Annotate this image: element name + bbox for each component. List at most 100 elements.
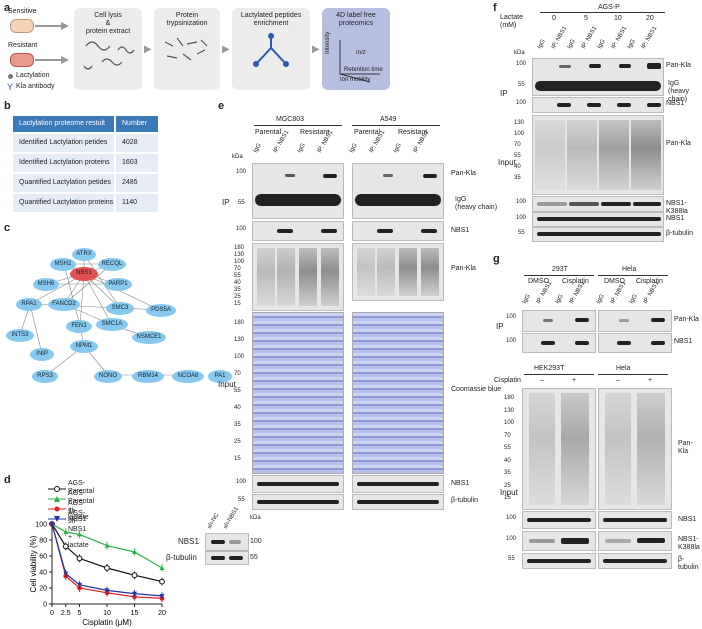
lactate-label: Lactate (mM): [500, 14, 523, 29]
mw-label: 40: [234, 280, 241, 286]
mw-label: 100: [514, 131, 525, 137]
mw-label: 130: [504, 407, 515, 414]
network-node: NPM1: [70, 340, 98, 353]
mw-label: 100: [516, 199, 527, 205]
blot-label: Pan-Kla: [666, 62, 691, 69]
resistant-tube-icon: [10, 53, 34, 67]
kda-label: kDa: [232, 154, 243, 160]
panel-d-letter: d: [4, 474, 11, 486]
network-node: NCOA6: [172, 370, 204, 383]
legend-marker-icon: [48, 496, 66, 502]
table-header-number: Number: [116, 116, 158, 132]
lane-label: IgG: [566, 38, 577, 50]
row-label: Quantified Lactylation proteins: [13, 194, 114, 212]
blot-label: Pan-Kla: [674, 316, 699, 323]
mw-ladder: 180 130 100 70 55 40 35 25 15: [234, 315, 248, 468]
x-tick-label: 0: [50, 610, 54, 617]
blot-label: NBS1-K388la: [678, 536, 700, 551]
mw-label: 180: [234, 320, 245, 326]
blot-label: IgG (heavy chain): [455, 196, 498, 211]
network-node: PARP1: [104, 278, 132, 291]
blot-g-ip-nbs1-hela: [598, 333, 672, 353]
mw-label: 35: [504, 470, 511, 476]
panel-c-letter: c: [4, 222, 11, 234]
blot-d-kda: kDa: [250, 515, 261, 521]
data-point: [62, 543, 69, 550]
blot-g-input-kla-hela: [598, 388, 672, 510]
ip-label: IP: [496, 322, 504, 331]
cell-line-label: 293T: [552, 266, 568, 273]
lane-label: sh-NBS1: [222, 506, 241, 530]
group-label: Parental: [354, 129, 381, 136]
row-value: 1603: [116, 154, 158, 172]
mw-label: 55: [508, 556, 515, 562]
step-1-label: Cell lysis & protein extract: [85, 12, 131, 35]
row-value: 1140: [116, 194, 158, 212]
axis-rt: Retention time: [344, 67, 383, 73]
blot-g-input-tubulin-hela: [598, 553, 672, 569]
data-point: [104, 543, 110, 548]
step-box-4: 4D label free proteomics: [322, 8, 390, 90]
blot-label: NBS1: [666, 100, 685, 107]
blot-f-ip-nbs1: [532, 97, 664, 113]
sign-label: +: [572, 377, 577, 384]
blot-e-ip-nbs1-a549: [352, 221, 444, 241]
network-node: MSH2: [50, 258, 76, 271]
network-node: FANCD2: [48, 298, 80, 311]
blot-label: NBS1: [178, 537, 199, 546]
cell-line-label: A549: [380, 116, 397, 123]
mw-label: 100: [234, 259, 245, 265]
blot-e-ip-a549: [352, 163, 444, 219]
blot-e-ip-nbs1-mgc803: [252, 221, 344, 241]
sign-label: –: [616, 377, 620, 384]
ip-label: IP: [222, 198, 230, 207]
mw-label: 100: [506, 338, 517, 344]
legend-label: AGS-Parental + lactate: [68, 490, 95, 521]
sign-label: +: [648, 377, 653, 384]
lane-label: IgG: [296, 142, 307, 154]
data-point: [77, 531, 82, 537]
mw-label: 40: [504, 457, 511, 464]
input-label: Input: [498, 158, 516, 167]
arrows-icon: [35, 22, 69, 64]
ip-label: IP: [500, 89, 508, 98]
blot-f-input-tubulin: [532, 227, 664, 242]
blot-e-input-tubulin-a549: [352, 494, 444, 510]
blot-f-input-kla: [532, 115, 664, 195]
mw-label: 130: [234, 337, 245, 343]
series-line: [51, 523, 163, 583]
mw-label: 100: [506, 314, 517, 320]
resistant-label: Resistant: [8, 42, 38, 49]
mw-label: 100: [234, 354, 245, 360]
blot-g-input-tubulin-293t: [522, 553, 596, 569]
mw-ladder: 180 130 100 70 55 40 35 25 15: [504, 392, 520, 505]
data-point: [63, 529, 69, 534]
mw-ladder: 130 100 70 55 40 35: [514, 118, 530, 184]
blot-label: NBS1: [678, 516, 697, 523]
blot-e-input-kla-mgc803: [252, 243, 344, 311]
arrow-icon: ▶: [312, 44, 320, 55]
legend-marker-icon: [48, 516, 66, 522]
lane-label: IgG: [348, 142, 359, 154]
blot-g-ip-kla-hela: [598, 310, 672, 332]
lane-label: IgG: [536, 38, 547, 50]
blot-label: Coomassie blue: [451, 386, 502, 393]
axis-im: Ion mobility: [340, 77, 371, 83]
panel-b-letter: b: [4, 100, 11, 112]
mw-label: 100: [236, 479, 247, 485]
legend-item: AGS-sh-NBS1: [48, 500, 86, 523]
blot-d-nbs1: [205, 533, 249, 551]
group-label: Resistant: [300, 129, 330, 136]
mw-label: 55: [238, 497, 245, 503]
step-3-label: Lactylated peptides enrichment: [240, 12, 302, 27]
protein-squiggle-icon: [83, 41, 135, 70]
panel-g-letter: g: [493, 253, 500, 265]
row-label: Identified Lactylation petides: [13, 134, 114, 152]
blot-label: β-tubulin: [666, 230, 693, 237]
group-label: DMSO: [528, 278, 549, 285]
blot-g-input-k388la-293t: [522, 531, 596, 551]
mw-label: 55: [238, 200, 245, 206]
legend-lactylation: Lactylation: [16, 72, 50, 79]
blot-label: IgG (heavy chain): [668, 80, 690, 103]
x-tick-label: 2.5: [61, 610, 71, 617]
